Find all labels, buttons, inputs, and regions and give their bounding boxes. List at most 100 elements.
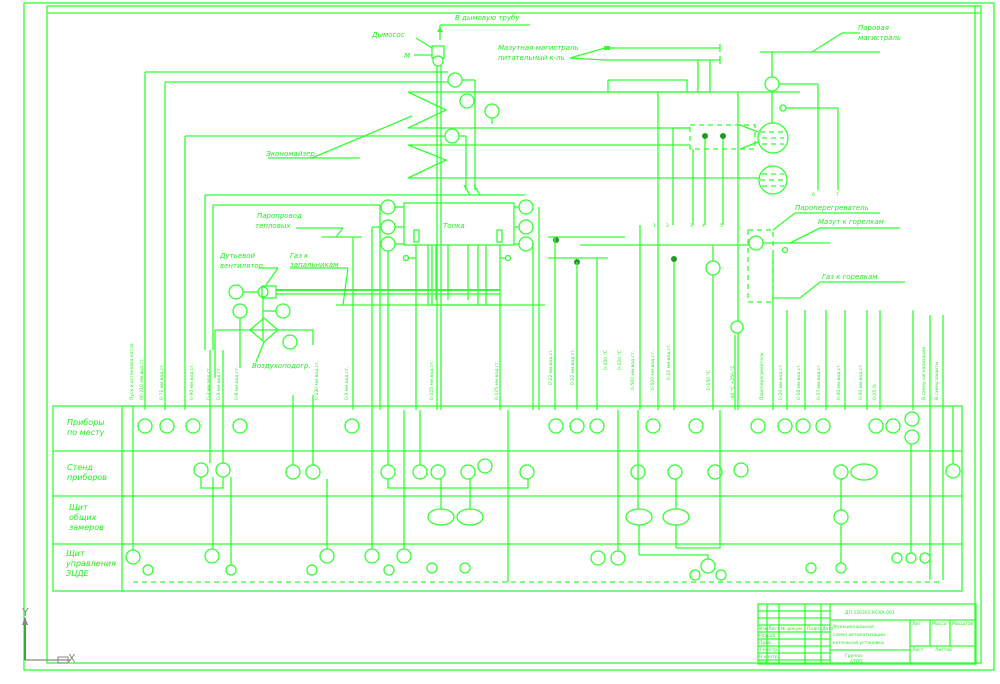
line-number: 1: [653, 223, 656, 229]
row-label: замеров: [69, 523, 104, 532]
range-label: В схему защиты: [934, 361, 940, 400]
boiler-drum-lower: [758, 165, 788, 195]
range-label: 0-500 мм.вод.ст.: [630, 351, 636, 390]
fuel-oil-burners-label: Мазут к горелкам: [818, 218, 885, 226]
range-label: 0-22 мм.вод.ст.: [666, 344, 672, 380]
instruments-control: [125, 548, 940, 583]
signal-lamp-icon: [383, 564, 395, 576]
row-label: управления: [65, 559, 116, 568]
line-number: 4: [702, 223, 705, 229]
blower-fan: Дутьевой вентилятор: [219, 252, 500, 368]
col-header: Изм: [759, 626, 768, 632]
range-label: Пароперегреватель: [759, 352, 765, 400]
economizer-label: Экономайзер: [265, 150, 315, 158]
row-label: ЗЦДЕ: [66, 569, 90, 578]
air-heater-label: Воздухоподогр.: [252, 362, 311, 370]
boiler-drum-upper: [757, 122, 789, 154]
water-level-gauge: [672, 124, 759, 225]
range-label: 0-3 мм.вод.ст.: [206, 367, 212, 400]
range-label: -40 °С +250 °С: [730, 365, 736, 400]
range-label: 0-71 мм.вод.ст.: [159, 364, 165, 400]
instruments-local: [137, 411, 920, 445]
signal-lamp-icon: [225, 564, 237, 576]
signal-lamp-icon: [905, 552, 917, 564]
right-instruments: [548, 92, 755, 410]
inner-frame: [46, 5, 982, 664]
gas-burners-label: Газ к горелкам: [822, 273, 878, 281]
col-header: Дата: [822, 626, 834, 632]
x-axis-label: X: [68, 652, 76, 665]
line-number: 7: [836, 192, 839, 198]
col-header: № докум.: [781, 626, 803, 632]
range-label: 0-6 мм.вод.ст.: [234, 367, 240, 400]
signal-lines-top: [144, 71, 525, 410]
group-text: АТПП: [850, 659, 863, 665]
signal-lamp-icon: [805, 562, 817, 574]
range-label: 0-30 мм.вод.ст.: [858, 364, 864, 400]
document-code: ДП 220301.КСКА.001: [845, 610, 895, 616]
stage-header: Масштаб: [952, 621, 974, 627]
instruments-stand: [193, 458, 961, 489]
range-label: 0-3 мм.вод.ст.: [216, 367, 222, 400]
range-label: 0-25 %: [872, 383, 878, 400]
signal-lamp-icon: [142, 564, 154, 576]
range-label: 0-125 мм.вод.ст.: [429, 361, 435, 400]
stage-header: Лит.: [912, 621, 922, 627]
signal-lamp-icon: [919, 552, 931, 564]
table-connections: [132, 350, 954, 582]
ucs-axis-icon: Y X: [21, 606, 76, 665]
col-header: Лист: [768, 626, 780, 632]
group-text: Группа: [845, 653, 862, 659]
side-label: Пров.: [759, 640, 772, 646]
range-label: Пуск и остановка котла: [129, 343, 135, 400]
fuel-oil-main-label-2: питательный к-ль: [498, 54, 565, 62]
blower-fan-label: Дутьевой: [219, 252, 256, 260]
gas-label-group: Газ к запальникам: [290, 252, 545, 306]
steam-line-label: Паропровод: [257, 212, 302, 220]
range-label: 0-150 °С: [706, 370, 712, 390]
line-number: 2: [666, 223, 669, 229]
furnace: Топка: [371, 184, 540, 410]
signal-lamp-icon: [426, 562, 438, 574]
sheet-label: Лист: [912, 647, 924, 653]
col-header: Подп.: [807, 626, 821, 632]
blower-fan-label-2: вентилятор: [220, 262, 264, 270]
signal-lamp-icon: [715, 569, 727, 581]
range-label: 0-22 мм.вод.ст.: [548, 349, 554, 385]
range-label: 0-125 мм.вод.ст.: [494, 361, 500, 400]
pressure-gauge-icon: [764, 76, 780, 92]
row-label: Стенд: [67, 463, 93, 472]
y-axis-label: Y: [21, 606, 29, 619]
row-label: Приборы: [67, 418, 105, 427]
smoke-exhauster-label: Дымосос: [371, 31, 405, 39]
row-label: Щит: [66, 549, 85, 558]
superheater-label: Пароперегреватель: [795, 204, 869, 212]
range-label: 0-120 °С: [617, 350, 623, 370]
range-label: 0-130 мм.вод.ст.: [314, 361, 320, 400]
instruments-general: [427, 508, 849, 526]
signal-lamp-icon: [891, 552, 903, 564]
fuel-oil-main: Мазутная магистраль питательный к-ль: [460, 44, 721, 410]
superheater: Пароперегреватель Мазут к горелкам Газ к…: [730, 204, 905, 410]
fuel-oil-main-label: Мазутная магистраль: [498, 44, 579, 52]
side-label: Т.контр.: [758, 647, 779, 653]
range-label: 0-17 мм.вод.ст.: [816, 364, 822, 400]
range-label: 0-500 мм.вод.ст.: [650, 351, 656, 390]
range-label: 0-350 °С: [603, 350, 609, 370]
range-label: 0-3 мм.вод.ст.: [344, 367, 350, 400]
line-number: 5: [720, 223, 723, 229]
line-numbers: 1 2 3 4 5 6 7: [653, 192, 839, 229]
row-label: по месту: [67, 428, 105, 437]
signal-lamp-icon: [306, 564, 318, 576]
range-label: 0-30 мм.вод.ст.: [836, 364, 842, 400]
economizer: Экономайзер: [265, 72, 800, 190]
title-text: схема автоматизации: [833, 633, 885, 638]
range-label: 0-22 мм.вод.ст.: [570, 349, 576, 385]
smoke-exhauster-tag: М: [404, 52, 410, 60]
gas-label: Газ к: [290, 252, 309, 260]
side-label: Разраб.: [759, 633, 777, 639]
row-label: Щит: [69, 503, 88, 512]
steam-main-label-2: магистраль: [858, 34, 901, 42]
stage-header: Масса: [932, 621, 947, 627]
title-text: Функциональная: [833, 624, 874, 630]
